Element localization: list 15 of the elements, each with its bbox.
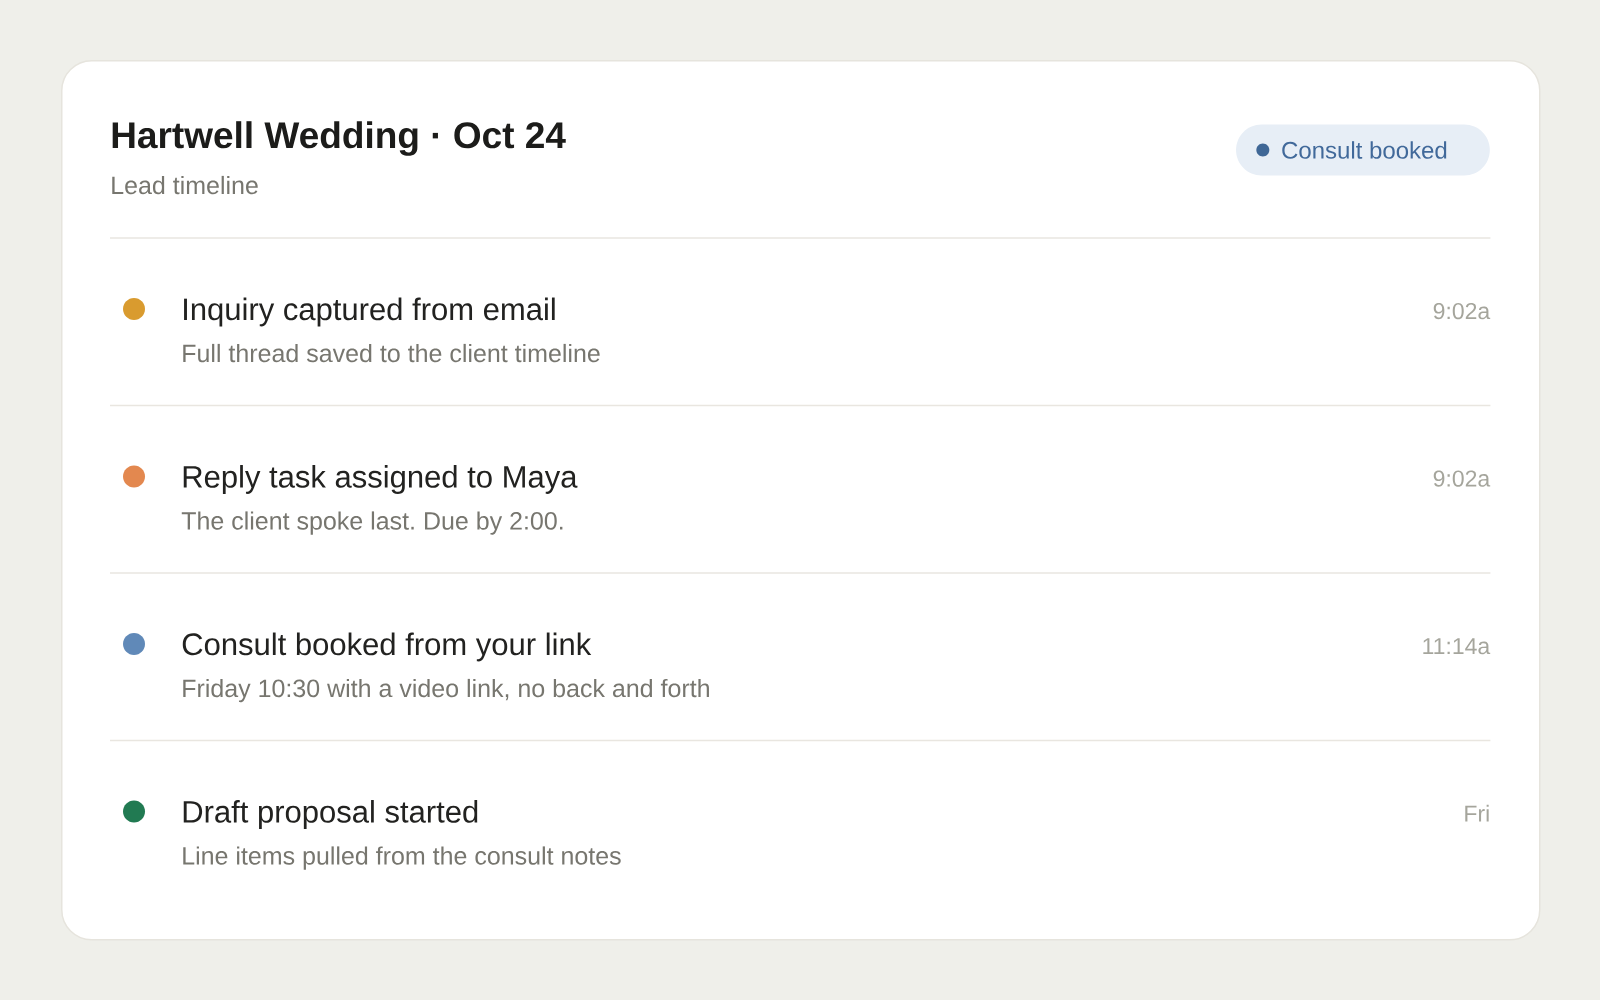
card-title: Hartwell Wedding · Oct 24 [112,121,566,156]
event-title: Consult booked from your link [182,632,592,662]
event-detail: Full thread saved to the client timeline [183,343,600,363]
timestamp: Fri [1465,804,1489,822]
event-title: Inquiry captured from email [184,297,555,327]
event-detail: The client spoke last. Due by 2:00. [181,511,563,535]
status-pill: Consult booked [1236,124,1490,176]
event-title: Reply task assigned to Maya [183,465,578,494]
event-detail: Line items pulled from the consult notes [183,846,621,870]
timestamp: 9:02a [1433,470,1491,487]
timestamp: 9:02a [1433,302,1491,320]
timestamp: 11:14a [1423,638,1491,655]
event-title: Draft proposal started [183,800,478,829]
card-subtitle: Lead timeline [112,175,258,195]
event-detail: Friday 10:30 with a video link, no back and forth [183,678,709,703]
